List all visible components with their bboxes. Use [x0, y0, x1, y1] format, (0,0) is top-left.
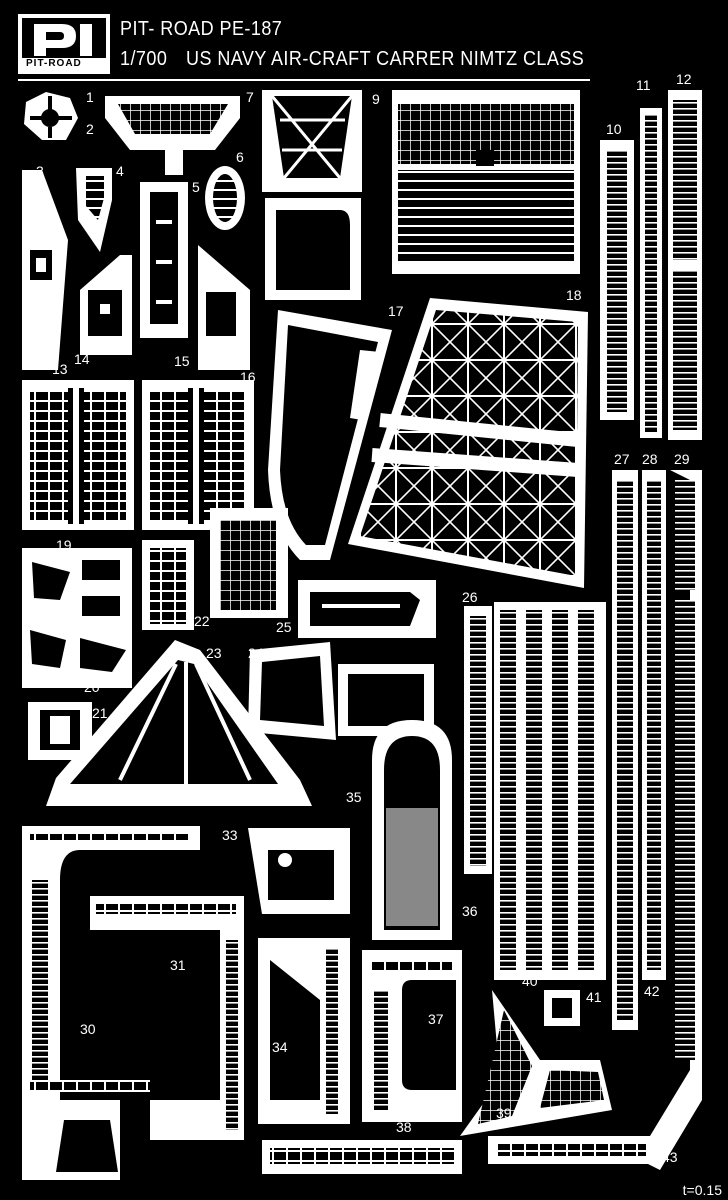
- part-25: [298, 580, 436, 638]
- part-number-26: 26: [462, 589, 478, 605]
- part-30: [22, 826, 200, 1180]
- part-number-22: 22: [194, 613, 210, 629]
- part-number-28: 28: [642, 451, 658, 467]
- part-14: [80, 255, 132, 355]
- part-28: [642, 470, 666, 980]
- part-number-31: 31: [170, 957, 186, 973]
- part-number-39: 39: [496, 1105, 512, 1121]
- part-5: [140, 182, 188, 338]
- part-26: [464, 606, 492, 874]
- part-number-36: 36: [462, 903, 478, 919]
- part-number-2: 2: [86, 121, 94, 137]
- part-29: [640, 470, 702, 1170]
- part-number-11: 11: [636, 77, 651, 93]
- part-32: [30, 1080, 150, 1172]
- part-number-9: 9: [372, 91, 380, 107]
- part-number-32: 32: [24, 1159, 40, 1175]
- part-number-38: 38: [396, 1119, 412, 1135]
- part-number-4: 4: [116, 163, 124, 179]
- part-number-10: 10: [606, 121, 622, 137]
- part-34: [258, 938, 462, 1174]
- part-number-23: 23: [206, 645, 222, 661]
- part-number-16: 16: [240, 369, 256, 385]
- part-number-25: 25: [276, 619, 292, 635]
- part-15: [198, 245, 250, 370]
- part-number-40: 40: [522, 973, 538, 989]
- part-17: [268, 310, 392, 560]
- part-number-13: 13: [52, 361, 68, 377]
- part-number-19: 19: [56, 537, 72, 553]
- part-39: [460, 990, 612, 1136]
- part-number-27: 27: [614, 451, 630, 467]
- part-3: [22, 170, 68, 370]
- header-scale: 1/700: [120, 48, 168, 70]
- part-22: [142, 540, 194, 630]
- part-number-18: 18: [566, 287, 582, 303]
- part-number-1: 1: [86, 89, 94, 105]
- part-41: [544, 990, 580, 1026]
- part-9: [392, 90, 580, 274]
- part-7: [105, 96, 240, 175]
- part-31: [90, 896, 244, 1140]
- part-6: [205, 166, 245, 230]
- grid-columns: [494, 602, 606, 980]
- thickness-label: t=0.15: [682, 1182, 722, 1198]
- part-number-34: 34: [272, 1039, 288, 1055]
- part-number-3: 3: [36, 163, 44, 179]
- header-title: US NAVY AIR-CRAFT CARRER NIMTZ CLASS: [186, 48, 585, 70]
- part-37: [362, 950, 462, 1122]
- part-33: [248, 828, 350, 914]
- part-23: [46, 640, 312, 806]
- part-number-21: 21: [92, 705, 108, 721]
- part-27: [612, 470, 638, 1030]
- part-16: [142, 380, 254, 530]
- part-12: [668, 90, 702, 440]
- part-number-15: 15: [174, 353, 190, 369]
- part-number-30: 30: [80, 1021, 96, 1037]
- part-4: [76, 168, 112, 252]
- part-number-5: 5: [192, 179, 200, 195]
- part-number-24: 24: [248, 645, 264, 661]
- part-number-41: 41: [586, 989, 602, 1005]
- part-number-6: 6: [236, 149, 244, 165]
- part-8-frame: [262, 90, 362, 192]
- part-35: [372, 720, 452, 940]
- logo-mark: [18, 14, 110, 74]
- logo-text: PIT-ROAD: [26, 58, 82, 69]
- part-18: [348, 298, 588, 588]
- part-8: [265, 198, 361, 300]
- part-19: [22, 548, 132, 688]
- part-number-33: 33: [222, 827, 238, 843]
- part-number-43: 43: [662, 1149, 678, 1165]
- part-number-17: 17: [388, 303, 404, 319]
- part-13: [22, 380, 134, 530]
- part-11: [640, 108, 662, 438]
- part-number-20: 20: [84, 679, 100, 695]
- part-10: [600, 140, 634, 420]
- part-number-12: 12: [676, 71, 692, 87]
- part-number-35: 35: [346, 789, 362, 805]
- part-21: [28, 702, 92, 760]
- part-number-7: 7: [246, 89, 254, 105]
- part-22b: [210, 508, 288, 618]
- pit-road-logo: PIT-ROAD: [18, 14, 110, 74]
- part-number-37: 37: [428, 1011, 444, 1027]
- part-43: [488, 1070, 702, 1164]
- part-number-29: 29: [674, 451, 690, 467]
- header-line-1: PIT- ROAD PE-187: [120, 18, 283, 40]
- part-number-8: 8: [306, 179, 314, 195]
- part-1: [24, 92, 78, 140]
- part-number-42: 42: [644, 983, 660, 999]
- part-number-14: 14: [74, 351, 90, 367]
